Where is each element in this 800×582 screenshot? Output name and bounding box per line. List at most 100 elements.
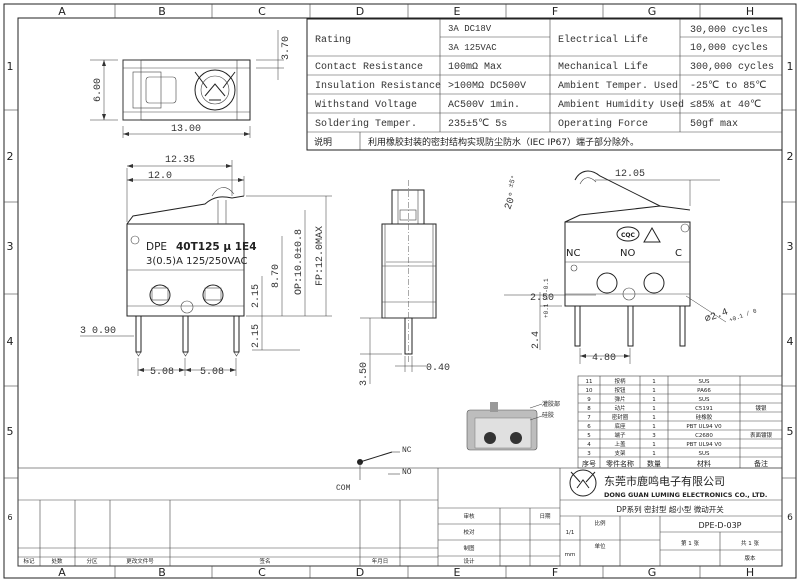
drawing-number: DPE-D-03P (699, 521, 742, 530)
cqc-label: CQC (621, 232, 636, 239)
bom-cell-name: 上盖 (614, 440, 626, 448)
bom-cell-qty: 1 (652, 442, 656, 448)
spec-label-withstand: Withstand Voltage (315, 99, 417, 111)
bom-cell-no: 3 (587, 451, 591, 457)
bom-cell-no: 10 (586, 388, 593, 394)
col-label: B (158, 566, 166, 579)
bom-cell-qty: 1 (652, 451, 656, 457)
col-label: A (58, 5, 66, 18)
bom-cell-mat: PBT UL94 V0 (686, 424, 722, 430)
bom-cell-mat: 硅橡胶 (696, 413, 713, 421)
spec-value-ambient-temp: -25℃ to 85℃ (690, 81, 766, 92)
bom-cell-qty: 3 (652, 433, 656, 439)
col-label: B (158, 5, 166, 18)
spec-note-label: 说明 (314, 136, 332, 148)
row-label: 1 (7, 60, 14, 73)
dim-6-00: 6.00 (93, 78, 104, 102)
dim-5-08-a: 5.08 (150, 367, 174, 378)
inset-label-potting: 灌胶部 (542, 400, 560, 408)
row-label: 5 (787, 425, 794, 438)
spec-label-electrical-life: Electrical Life (558, 34, 648, 46)
spec-value-contact-resistance: 100mΩ Max (448, 62, 502, 73)
col-label: G (648, 566, 657, 579)
bom-header-name: 零件名称 (606, 459, 634, 468)
inset-photo (466, 402, 543, 451)
bom-header-no: 序号 (582, 459, 596, 468)
company-name-en: DONG GUAN LUMING ELECTRONICS CO., LTD. (604, 491, 767, 499)
dim-13-00: 13.00 (171, 124, 201, 135)
col-label: F (552, 5, 558, 18)
bom-cell-qty: 1 (652, 379, 656, 385)
dim-2-50: 2.50 (530, 293, 554, 304)
spec-label-operating-force: Operating Force (558, 118, 648, 130)
spec-note-text: 利用橡胶封装的密封结构实现防尘防水（IEC IP67）端子部分除外。 (368, 136, 639, 148)
sheet-total: 共 1 张 (741, 539, 759, 547)
ul-cert-icon (643, 226, 661, 243)
bom-header-material: 材料 (697, 459, 711, 468)
spec-value-electrical-life-2: 10,000 cycles (690, 42, 768, 54)
marking-rating-code: 40T125 μ 1E4 (176, 241, 257, 253)
bom-cell-no: 8 (587, 406, 591, 412)
bom-cell-qty: 1 (652, 415, 656, 421)
col-label: F (552, 566, 558, 579)
unit-label: 单位 (594, 542, 606, 550)
row-label: 2 (7, 150, 14, 163)
row-label: 3 (787, 240, 794, 253)
terminal-nc-label: NC (566, 248, 580, 259)
dim-3-50: 3.50 (359, 362, 370, 386)
company-logo-icon (569, 469, 597, 497)
spec-value-rating-dc: 3A DC18V (448, 24, 492, 34)
draw-label: 制图 (463, 544, 475, 552)
spec-label-humidity: Ambient Humidity Used (558, 99, 684, 111)
dim-op: OP:10.0±0.8 (294, 229, 305, 295)
product-name: DP系列 密封型 超小型 微动开关 (616, 504, 724, 514)
col-label: C (258, 566, 266, 579)
col-label: H (746, 566, 754, 579)
terminal-no-label: NO (620, 248, 635, 259)
circuit-symbol (357, 451, 400, 480)
bom-cell-name: 底座 (614, 422, 626, 430)
bom-cell-no: 9 (587, 397, 591, 403)
spec-value-electrical-life-1: 30,000 cycles (690, 24, 768, 36)
spec-value-soldering: 235±5℃ 5s (448, 119, 507, 130)
design-label: 设计 (463, 557, 475, 565)
bom-header-note: 备注 (754, 459, 768, 468)
bom-cell-no: 6 (587, 424, 591, 430)
rev-header-zone: 分区 (86, 557, 98, 565)
company-name-cn: 东莞市鹿鸣电子有限公司 (604, 474, 725, 488)
row-label: 5 (7, 425, 14, 438)
spec-value-rating-ac: 3A 125VAC (448, 43, 497, 53)
right-view (504, 170, 727, 364)
dim-phi-tol: +0.1 / 0 (728, 307, 758, 324)
dim-3-70: 3.70 (281, 36, 292, 60)
dim-angle: 20° (502, 190, 519, 211)
col-label: C (258, 5, 266, 18)
dim-2-4-tol: +0.1 / -0.1 (543, 278, 550, 318)
dim-12-35: 12.35 (165, 155, 195, 166)
row-label: 1 (787, 60, 794, 73)
circuit-nc: NC (402, 446, 412, 455)
luming-logo-icon (194, 69, 236, 111)
spec-value-insulation: >100MΩ DC500V (448, 81, 526, 92)
bom-cell-mat: SUS (698, 397, 710, 403)
top-view (90, 30, 284, 138)
zone-ticks (4, 4, 796, 578)
row-label: 6 (7, 513, 12, 522)
bom-cell-note: 镀银 (755, 404, 767, 412)
dim-12-0: 12.0 (148, 171, 172, 182)
bom-cell-name: 端子 (614, 431, 626, 439)
rev-header-count: 处数 (51, 557, 63, 565)
spec-value-operating-force: 50gf max (690, 118, 738, 130)
dim-2-4: 2.4 (531, 331, 542, 349)
col-label: G (648, 5, 657, 18)
outer-frame (3, 3, 797, 579)
bom-cell-no: 4 (587, 442, 591, 448)
spec-value-humidity: ≤85% at 40℃ (690, 100, 761, 111)
dim-0-90: 3 0.90 (80, 326, 116, 337)
terminal-c-label: C (675, 248, 682, 259)
col-label: D (356, 5, 364, 18)
scale-label: 比例 (594, 519, 606, 527)
inset-label-silicone: 硅胶 (542, 411, 554, 419)
